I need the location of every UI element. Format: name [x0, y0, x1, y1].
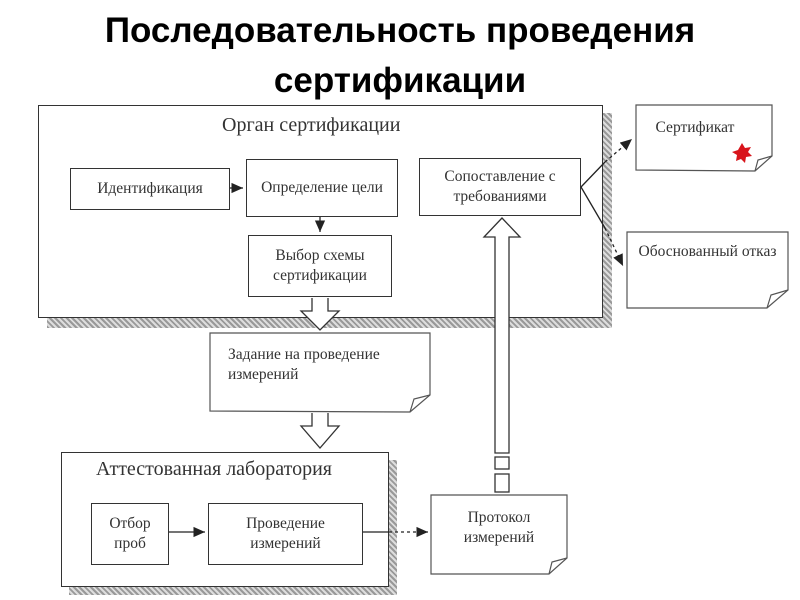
- certificate-label: Сертификат: [655, 119, 735, 136]
- sampling-label: Отбор проб: [109, 515, 151, 552]
- seal-icon: [732, 143, 752, 163]
- measurement-label: Проведение измерений: [246, 515, 325, 552]
- measurement-box: Проведение измерений: [208, 503, 363, 565]
- identification-box: Идентификация: [70, 168, 230, 210]
- title-line-1: Последовательность проведения: [104, 11, 696, 50]
- arrow-comparison-to-refusal: [580, 186, 606, 229]
- certification-body-label: Орган сертификации: [222, 114, 401, 136]
- page-title: Последовательность проведения сертификац…: [0, 6, 800, 106]
- refusal-document-shape: [626, 231, 789, 309]
- task-label: Задание на проведение измерений: [228, 346, 380, 383]
- task-document: Задание на проведение измерений: [210, 333, 430, 412]
- task-document-shape: [209, 332, 431, 413]
- goal-definition-label: Определение цели: [261, 179, 383, 196]
- title-line-2: сертификации: [273, 61, 527, 100]
- block-arrow-protocol-to-comparison: [482, 217, 522, 493]
- scheme-choice-label: Выбор схемы сертификации: [273, 247, 367, 284]
- protocol-label: Протокол измерений: [463, 509, 535, 546]
- scheme-choice-box: Выбор схемы сертификации: [248, 235, 392, 297]
- arrow-comparison-to-certificate: [580, 161, 606, 188]
- protocol-document-shape: [430, 494, 568, 575]
- refusal-document: Обоснованный отказ: [627, 232, 788, 308]
- comparison-box: Сопоставление с требованиями: [419, 158, 581, 216]
- goal-definition-box: Определение цели: [246, 159, 398, 217]
- refusal-label: Обоснованный отказ: [638, 243, 777, 260]
- certificate-document: Сертификат: [636, 105, 772, 171]
- comparison-label: Сопоставление с требованиями: [444, 168, 556, 205]
- protocol-document: Протокол измерений: [431, 495, 567, 574]
- laboratory-label: Аттестованная лаборатория: [96, 458, 332, 480]
- identification-label: Идентификация: [97, 180, 203, 197]
- block-arrow-task-to-laboratory: [299, 413, 341, 449]
- block-arrow-scheme-to-task: [299, 298, 341, 331]
- sampling-box: Отбор проб: [91, 503, 169, 565]
